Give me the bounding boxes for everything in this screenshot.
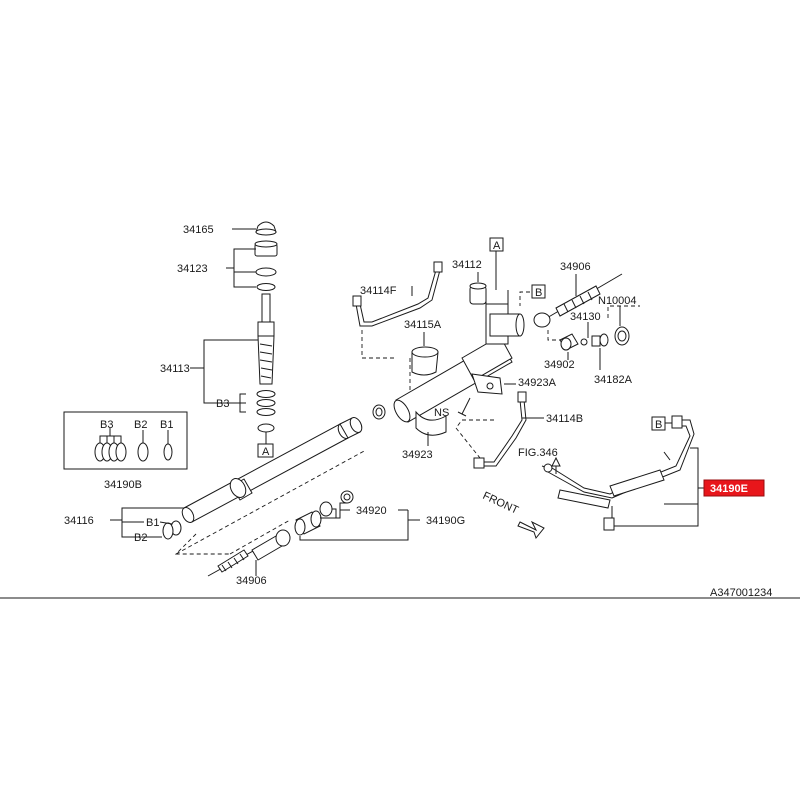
label-ns: NS <box>434 407 449 419</box>
label-34130: 34130 <box>570 311 601 323</box>
label-34920: 34920 <box>356 505 387 517</box>
label-box-b2: B2 <box>134 419 147 431</box>
label-fig346: FIG.346 <box>518 447 558 459</box>
label-front: FRONT <box>481 490 521 517</box>
label-b1-lower: B1 <box>146 517 159 529</box>
tie-rod-top-34906 <box>533 273 623 328</box>
pinion-shaft <box>261 293 271 325</box>
seal-ring-2 <box>256 283 276 291</box>
label-34116: 34116 <box>64 515 94 527</box>
highlight-box-34190E <box>703 479 765 497</box>
pipe-34114F <box>352 261 443 390</box>
label-34123: 34123 <box>177 263 208 275</box>
label-34906-top: 34906 <box>560 261 591 273</box>
diagram-code: A347001234 <box>710 587 772 599</box>
label-box-b3: B3 <box>100 419 113 431</box>
label-box-b1: B1 <box>160 419 173 431</box>
pinion-gear <box>257 335 275 385</box>
hose-assembly-34190E <box>541 415 704 531</box>
label-34923: 34923 <box>402 449 433 461</box>
label-34190E: 34190E <box>710 483 748 495</box>
kit-box-34190B <box>63 411 188 470</box>
bottom-seal <box>257 423 275 433</box>
label-b-top: B <box>535 287 542 299</box>
rack-tube-34116 <box>110 404 386 540</box>
label-34115A: 34115A <box>404 319 442 331</box>
label-34190G: 34190G <box>426 515 465 527</box>
label-a-bottom: A <box>262 446 270 458</box>
label-34113: 34113 <box>160 363 190 375</box>
pipe-34114B <box>455 391 544 469</box>
label-34190B: 34190B <box>104 479 142 491</box>
pinion-assembly <box>190 221 278 458</box>
bracket-34923A <box>471 373 503 395</box>
label-34182A: 34182A <box>594 374 633 386</box>
label-a-top: A <box>493 240 501 252</box>
rack-housing <box>393 282 525 436</box>
label-34165: 34165 <box>183 224 214 236</box>
label-b-right: B <box>655 419 662 431</box>
label-34902: 34902 <box>544 359 575 371</box>
label-34906-bottom: 34906 <box>236 575 267 587</box>
label-b3-left: B3 <box>216 398 229 410</box>
label-34923A: 34923A <box>518 377 557 389</box>
b2-ring <box>162 522 174 540</box>
front-arrow: FRONT <box>481 490 545 540</box>
tie-rod-end-hardware <box>547 305 640 370</box>
label-N10004: N10004 <box>598 295 637 307</box>
label-34112: 34112 <box>452 259 482 271</box>
label-b2-lower: B2 <box>134 532 147 544</box>
label-34114B: 34114B <box>546 413 583 425</box>
seal-ring <box>255 267 277 277</box>
label-34114F: 34114F <box>360 285 397 297</box>
tie-rod-lower-34906 <box>207 529 291 577</box>
inner-joint-34920 <box>294 490 420 541</box>
clamp-34923 <box>415 410 447 436</box>
